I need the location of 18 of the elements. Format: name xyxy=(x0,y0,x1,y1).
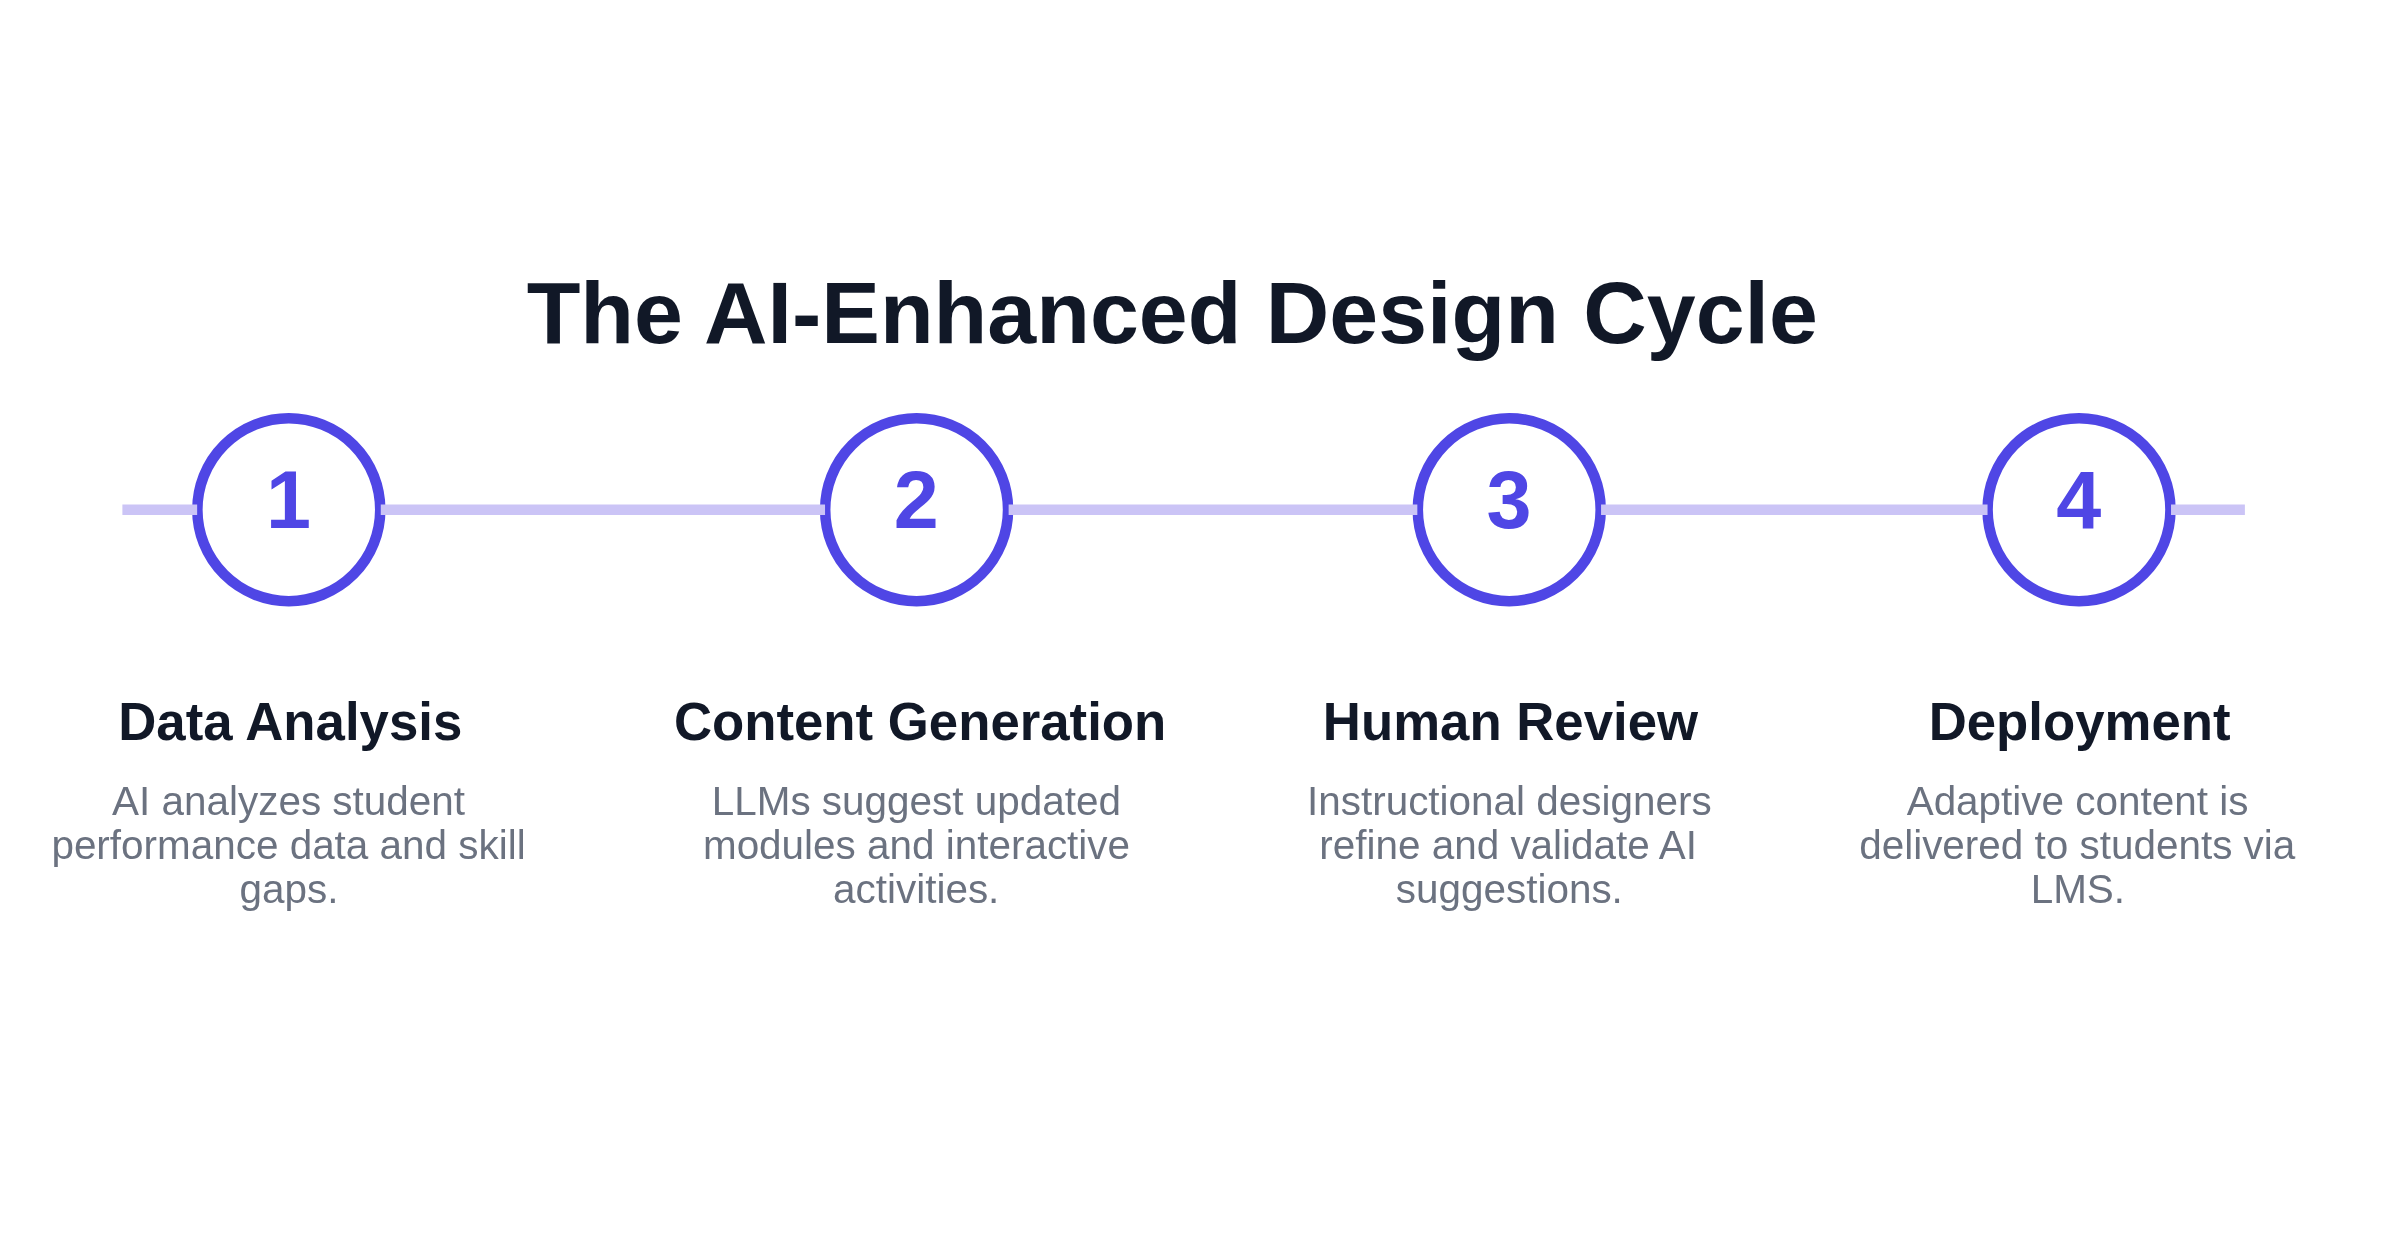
node-label: AI analyzes student performance data and skill gaps. xyxy=(51,777,526,912)
connector xyxy=(380,504,826,515)
connector xyxy=(1008,504,1418,515)
diagram-title: The AI-Enhanced Design Cycle xyxy=(526,262,1818,362)
connector xyxy=(2171,504,2245,515)
node-label: Adaptive content is delivered to students via LMS. xyxy=(1859,777,2296,912)
node-label: LLMs suggest updated modules and interactive activities. xyxy=(702,777,1131,912)
connector xyxy=(1601,504,1988,515)
node-label: Human Review xyxy=(1322,692,1699,752)
node-circle: 2 xyxy=(819,413,1014,607)
node-circle: 3 xyxy=(1412,413,1606,607)
node-circle: 4 xyxy=(1982,413,2176,607)
connector xyxy=(122,504,198,515)
node-label: Deployment xyxy=(1928,692,2231,752)
node-circle: 1 xyxy=(192,413,386,607)
node-label: Data Analysis xyxy=(118,692,463,752)
node-label: Instructional designers refine and validate AI suggestions. xyxy=(1307,777,1712,912)
node-label: Content Generation xyxy=(673,692,1167,752)
